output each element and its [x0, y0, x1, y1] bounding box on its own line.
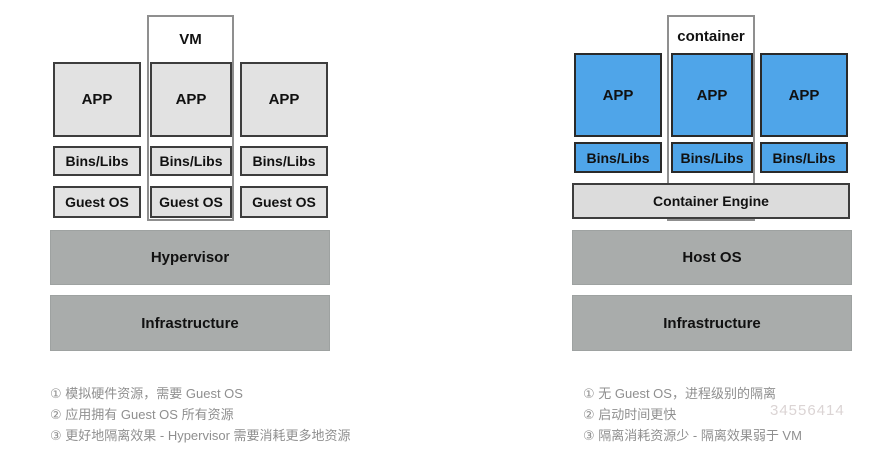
vm-stack-panel: VM APP APP APP Bins/Libs Bins/Libs Bins/… [50, 15, 330, 355]
bins-libs-box: Bins/Libs [150, 146, 232, 176]
container-engine-box: Container Engine [572, 183, 850, 219]
app-box: APP [53, 62, 141, 137]
note-line: ① 模拟硬件资源，需要 Guest OS [50, 386, 243, 401]
infrastructure-box: Infrastructure [572, 295, 852, 351]
bins-libs-box: Bins/Libs [53, 146, 141, 176]
note-line: ② 应用拥有 Guest OS 所有资源 [50, 407, 234, 422]
app-box: APP [671, 53, 753, 137]
bins-libs-box: Bins/Libs [760, 142, 848, 173]
vm-label: VM [179, 31, 202, 48]
host-os-box: Host OS [572, 230, 852, 285]
app-box: APP [760, 53, 848, 137]
note-line: ③ 更好地隔离效果 - Hypervisor 需要消耗更多地资源 [50, 428, 351, 443]
guest-os-box: Guest OS [53, 186, 141, 218]
bins-libs-box: Bins/Libs [240, 146, 328, 176]
container-label: container [677, 28, 745, 45]
bins-libs-box: Bins/Libs [574, 142, 662, 173]
note-line: ① 无 Guest OS，进程级别的隔离 [583, 386, 776, 401]
hypervisor-box: Hypervisor [50, 230, 330, 285]
bins-libs-box: Bins/Libs [671, 142, 753, 173]
container-stack-panel: container APP APP APP Bins/Libs Bins/Lib… [572, 15, 852, 355]
app-box: APP [574, 53, 662, 137]
guest-os-box: Guest OS [150, 186, 232, 218]
app-box: APP [150, 62, 232, 137]
vm-notes: ① 模拟硬件资源，需要 Guest OS ② 应用拥有 Guest OS 所有资… [50, 383, 351, 446]
note-line: ② 启动时间更快 [583, 407, 677, 422]
guest-os-box: Guest OS [240, 186, 328, 218]
app-box: APP [240, 62, 328, 137]
container-notes: ① 无 Guest OS，进程级别的隔离 ② 启动时间更快 ③ 隔离消耗资源少 … [583, 383, 802, 446]
note-line: ③ 隔离消耗资源少 - 隔离效果弱于 VM [583, 428, 802, 443]
infrastructure-box: Infrastructure [50, 295, 330, 351]
